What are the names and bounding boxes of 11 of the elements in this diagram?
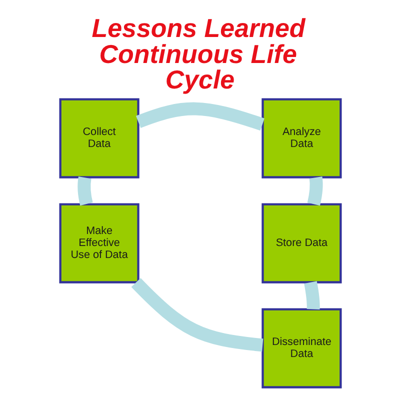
node-box: Disseminate Data	[261, 308, 342, 388]
connector	[136, 102, 264, 131]
connector	[304, 281, 320, 310]
diagram-title: Lessons Learned Continuous Life Cycle	[91, 12, 305, 95]
node-box: Analyze Data	[261, 98, 342, 178]
node-box: Collect Data	[58, 98, 139, 178]
node-box: Store Data	[261, 203, 342, 284]
connector	[130, 278, 263, 352]
connector	[77, 176, 92, 206]
connector	[306, 176, 322, 206]
node-box: Make Effective Use of Data	[58, 203, 139, 284]
